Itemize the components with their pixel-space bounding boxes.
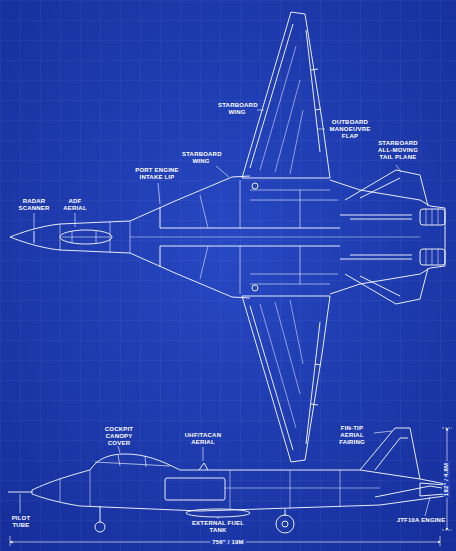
part-label: PILOT TUBE bbox=[4, 515, 38, 529]
part-label: OUTBOARD MANOEUVRE FLAP bbox=[326, 119, 374, 140]
panel-lines-side bbox=[60, 470, 380, 510]
uhf-aerial bbox=[199, 463, 208, 470]
dimension-label: 192" / 4.8M bbox=[444, 460, 451, 497]
centre-spine bbox=[130, 237, 420, 238]
leader-lines bbox=[374, 431, 392, 433]
part-label: STARBOARD WING bbox=[182, 151, 220, 165]
canopy bbox=[60, 230, 112, 244]
top-view bbox=[10, 12, 445, 237]
leader-lines bbox=[20, 494, 21, 513]
part-label: STARBOARD ALL-MOVING TAIL PLANE bbox=[372, 140, 424, 161]
part-label: UHF/TACAN AERIAL bbox=[180, 432, 226, 446]
leader-lines bbox=[75, 213, 76, 227]
pitot-tube bbox=[8, 492, 32, 493]
part-label: RADAR SCANNER bbox=[16, 198, 52, 212]
fuselage-side bbox=[32, 454, 445, 511]
leader-lines bbox=[34, 213, 35, 229]
leader-lines bbox=[20, 110, 430, 519]
leader-lines bbox=[216, 166, 229, 177]
canopy-frame bbox=[95, 455, 170, 467]
leader-lines bbox=[118, 446, 120, 453]
part-label: ADF AERIAL bbox=[60, 198, 90, 212]
leader-lines bbox=[203, 447, 204, 461]
dimension-label: 756" / 19M bbox=[210, 539, 246, 546]
canopy-frame bbox=[62, 231, 110, 243]
part-label: STARBOARD WING bbox=[218, 102, 256, 116]
part-label: FIN-TIP AERIAL FAIRING bbox=[330, 425, 374, 446]
part-label: JTF10A ENGINE bbox=[393, 517, 449, 524]
dimension-lines bbox=[10, 428, 452, 546]
leader-lines bbox=[218, 517, 219, 519]
engine-intake bbox=[165, 478, 225, 500]
part-label: EXTERNAL FUEL TANK bbox=[190, 520, 246, 534]
leader-lines bbox=[257, 110, 264, 111]
part-label: COCKPIT CANOPY COVER bbox=[94, 426, 144, 447]
leader-lines bbox=[317, 129, 325, 130]
main-wheel bbox=[276, 515, 294, 533]
leader-lines bbox=[158, 183, 160, 204]
part-label: PORT ENGINE INTAKE LIP bbox=[132, 167, 182, 181]
main-wheel-hub bbox=[282, 521, 288, 527]
external-fuel-tank bbox=[186, 509, 250, 517]
leader-lines bbox=[425, 497, 430, 516]
top-view bbox=[10, 12, 445, 462]
dimension-lines bbox=[10, 536, 440, 546]
engine-nozzle-side bbox=[420, 483, 445, 496]
nose-wheel bbox=[95, 522, 105, 532]
leader-lines bbox=[396, 165, 401, 172]
dimension-lines bbox=[442, 428, 452, 530]
tail-fin bbox=[360, 428, 420, 479]
side-view bbox=[8, 428, 445, 533]
radar-scanner bbox=[34, 231, 35, 243]
top-view bbox=[10, 237, 445, 462]
nose-gear bbox=[100, 506, 101, 522]
